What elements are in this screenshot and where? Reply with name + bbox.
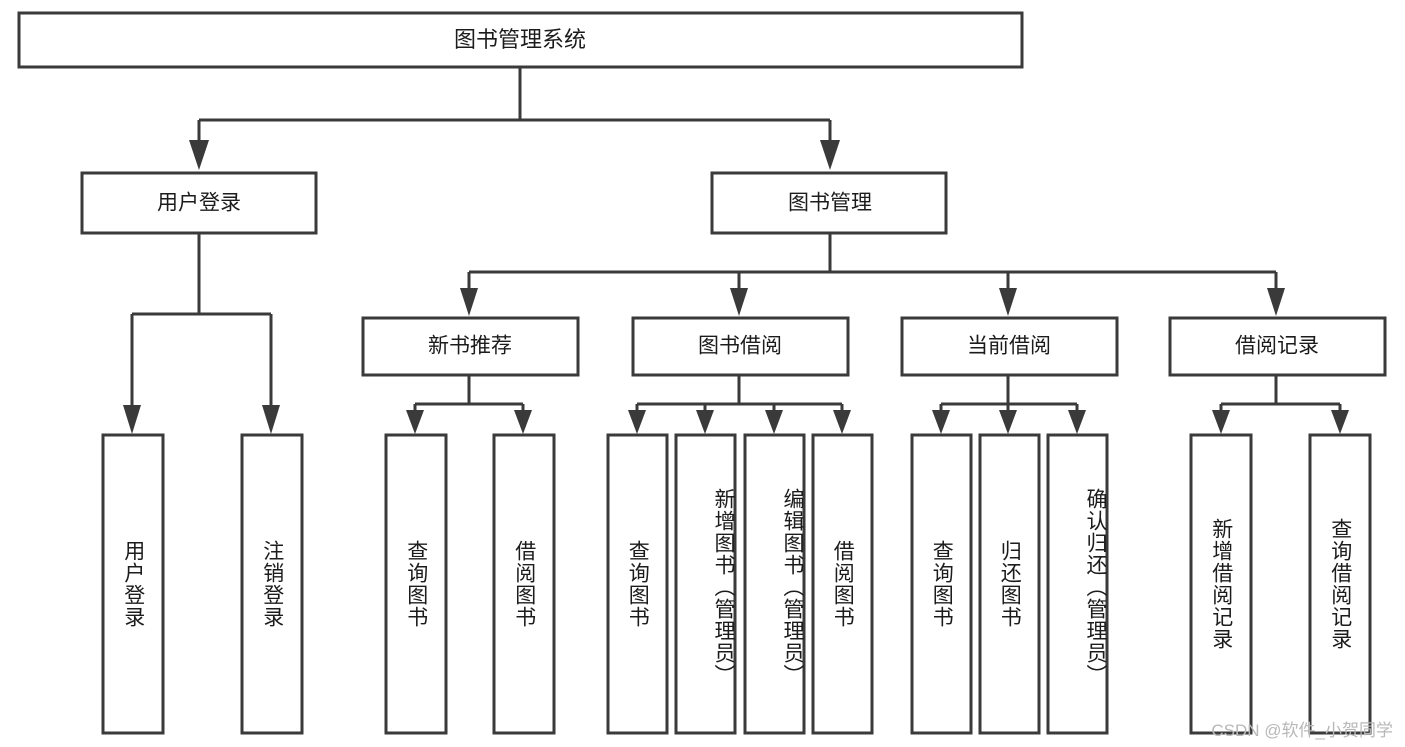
node-label: 图书管理系统 [454,27,586,52]
node-label: 新书推荐 [428,335,512,358]
leaf-box-borrow-book-nb[interactable] [492,433,556,735]
arrowhead-icon [765,410,783,434]
arrowhead-icon [999,410,1017,434]
arrowhead-icon [696,410,714,434]
arrowhead-icon [833,410,851,434]
leaf-box-logout[interactable] [240,433,304,735]
arrowhead-icon [820,140,840,170]
node-user-login[interactable]: 用户登录 [80,171,318,235]
leaf-box-query-book-nb[interactable] [384,433,448,735]
node-label: 图书管理 [788,192,872,215]
node-box[interactable] [361,316,580,377]
connector-userlogin-to-leaves [123,233,280,434]
arrowhead-icon [1212,410,1230,434]
connector-currentborrow-to-leaves [932,375,1086,434]
leaf-box-add-book-admin[interactable] [674,433,737,735]
leaf-box-query-borrow-record[interactable] [1308,433,1372,735]
arrowhead-icon [262,405,280,434]
leaf-box-query-book-cb[interactable] [910,433,973,735]
leaf-box-add-borrow-record[interactable] [1189,433,1253,735]
arrowhead-icon [406,410,424,434]
node-book-management[interactable]: 图书管理 [710,171,948,235]
node-book-borrow[interactable]: 图书借阅 [631,316,850,377]
node-borrow-record[interactable]: 借阅记录 [1168,316,1387,377]
leaf-box-user-login[interactable] [101,433,165,735]
connector-root-to-level2 [189,67,840,170]
node-new-book-recommend[interactable]: 新书推荐 [361,316,580,377]
node-box[interactable] [1168,316,1387,377]
node-root-book-management-system[interactable]: 图书管理系统 [17,11,1024,69]
arrowhead-icon [1331,410,1349,434]
node-box[interactable] [710,171,948,235]
node-box[interactable] [631,316,850,377]
connector-bookborrow-to-leaves [628,375,851,434]
node-label: 当前借阅 [967,335,1051,358]
node-label: 借阅记录 [1235,335,1319,358]
connector-bookmgmt-to-level3 [460,233,1285,316]
arrowhead-icon [1267,288,1285,316]
arrowhead-icon [730,288,748,316]
leaf-box-query-book-bb[interactable] [606,433,669,735]
node-box[interactable] [17,11,1024,69]
leaf-box-edit-book-admin[interactable] [743,433,806,735]
connector-newbook-to-leaves [406,375,532,434]
leaf-box-confirm-return-admin[interactable] [1046,433,1109,735]
node-label: 用户登录 [157,192,241,215]
node-label: 图书借阅 [698,335,782,358]
arrowhead-icon [628,410,646,434]
arrowhead-icon [460,288,478,316]
arrowhead-icon [999,288,1017,316]
node-box[interactable] [80,171,318,235]
leaf-box-borrow-book-bb[interactable] [811,433,874,735]
arrowhead-icon [123,405,141,434]
arrowhead-icon [189,140,209,170]
node-current-borrow[interactable]: 当前借阅 [900,316,1119,377]
arrowhead-icon [932,410,950,434]
arrowhead-icon [1068,410,1086,434]
node-box[interactable] [900,316,1119,377]
leaf-box-return-book[interactable] [978,433,1041,735]
connector-borrowrecord-to-leaves [1212,375,1349,434]
arrowhead-icon [514,410,532,434]
csdn-watermark: CSDN @软件_小贺同学 [1211,721,1393,740]
